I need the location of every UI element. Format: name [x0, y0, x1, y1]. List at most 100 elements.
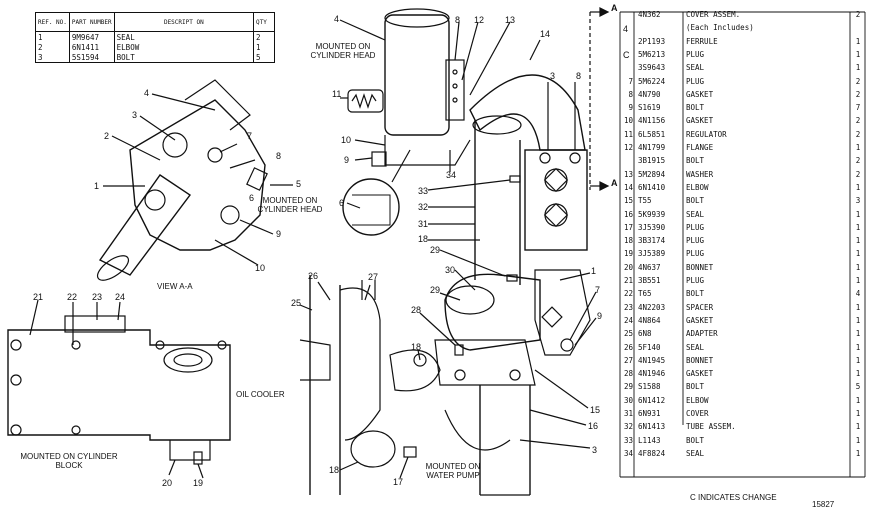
- callout: 18: [411, 342, 422, 352]
- part-cell: 4N790: [638, 89, 661, 99]
- caption-oil-cooler: OIL COOLER: [236, 390, 285, 399]
- view-aa-drawing: [96, 79, 293, 281]
- desc-cell: ELBOW: [686, 182, 709, 192]
- callout: 5: [296, 179, 302, 189]
- ref-cell: 27: [623, 355, 633, 365]
- part-cell: 5K9939: [638, 209, 666, 219]
- callout: 19: [193, 478, 204, 488]
- ref-cell: 19: [623, 249, 633, 259]
- desc-cell: BONNET: [686, 355, 714, 365]
- callout: 1: [591, 266, 597, 276]
- callout: 18: [329, 465, 340, 475]
- desc-cell: BOLT: [686, 196, 705, 206]
- callout: 9: [344, 155, 350, 165]
- part-cell: 6N931: [638, 409, 661, 418]
- desc-cell: COVER ASSEM.: [686, 10, 741, 19]
- qty-cell: 1: [855, 36, 861, 46]
- callout: 3: [550, 71, 556, 81]
- ref-cell: 11: [623, 129, 633, 139]
- cover-assembly-drawing: [339, 8, 511, 236]
- part-cell: 3B551: [638, 276, 661, 285]
- part-cell: 4N1799: [638, 143, 666, 152]
- part-cell: 4F8824: [638, 448, 666, 458]
- part-cell: 4N2203: [638, 302, 666, 312]
- part-cell: L1143: [638, 435, 661, 445]
- ref-cell: 13: [623, 169, 633, 179]
- part-cell: 5F140: [638, 342, 661, 352]
- part-cell: 6N1412: [638, 395, 666, 405]
- qty-cell: 5: [855, 382, 861, 392]
- caption-mounted-on-cylinder-head-view: MOUNTED ON CYLINDER HEAD: [257, 196, 323, 214]
- desc-cell: SEAL: [686, 63, 705, 73]
- qty-cell: 2: [253, 31, 275, 42]
- qty-cell: 2: [855, 156, 861, 166]
- callout: 4: [144, 88, 150, 98]
- ref-cell: 1: [38, 32, 43, 42]
- callout: 10: [341, 135, 352, 145]
- desc-cell: SEAL: [686, 209, 705, 219]
- qty-cell: 2: [855, 10, 861, 19]
- qty-cell: 2: [855, 169, 861, 179]
- table-row: 1 9M9647 SEAL 2: [36, 31, 275, 42]
- qty-cell: 1: [855, 329, 861, 339]
- callout: 29: [430, 245, 441, 255]
- qty-cell: 5: [253, 52, 275, 63]
- qty-cell: 1: [855, 262, 861, 272]
- ref-cell: 32: [623, 422, 633, 432]
- callout: 10: [255, 263, 266, 273]
- ref-cell: 25: [623, 329, 633, 339]
- cylinder-block-drawing: [7, 299, 231, 479]
- callout: 33: [418, 186, 429, 196]
- callout: 24: [115, 292, 126, 302]
- desc-cell: GASKET: [686, 369, 714, 379]
- desc-cell: SEAL: [686, 448, 705, 458]
- section-marker-bottom: A: [611, 178, 618, 188]
- col-qty: QTY: [253, 12, 275, 32]
- part-cell: T55: [638, 196, 652, 206]
- callout: 21: [33, 292, 44, 302]
- desc-cell: FLANGE: [686, 143, 714, 152]
- callout: 22: [67, 292, 78, 302]
- part-cell: 4N637: [638, 262, 661, 272]
- ref-cell: 31: [623, 409, 633, 418]
- ref-cell: 29: [623, 382, 633, 392]
- ref-cell: 26: [623, 342, 633, 352]
- desc-cell: BOLT: [686, 289, 705, 299]
- callout: 4: [334, 14, 340, 24]
- qty-cell: 2: [855, 129, 861, 139]
- part-cell: 2P1193: [638, 36, 666, 46]
- callout: 30: [445, 265, 456, 275]
- desc-cell: PLUG: [686, 236, 705, 246]
- desc-cell: PLUG: [686, 249, 705, 259]
- callout: 8: [455, 15, 461, 25]
- desc-cell: REGULATOR: [686, 129, 727, 139]
- desc-cell: (Each Includes): [686, 23, 754, 33]
- qty-cell: 1: [855, 249, 861, 259]
- callout: 3: [592, 445, 598, 455]
- qty-cell: 4: [855, 289, 861, 299]
- callout: 26: [308, 271, 319, 281]
- qty-cell: 1: [855, 355, 861, 365]
- part-cell: 5M2894: [638, 169, 666, 179]
- callout: 8: [576, 71, 582, 81]
- part-cell: 4N362: [638, 10, 661, 19]
- callout: 28: [411, 305, 422, 315]
- desc-cell: BOLT: [686, 382, 705, 392]
- callout: 7: [595, 285, 601, 295]
- part-cell: T65: [638, 289, 652, 299]
